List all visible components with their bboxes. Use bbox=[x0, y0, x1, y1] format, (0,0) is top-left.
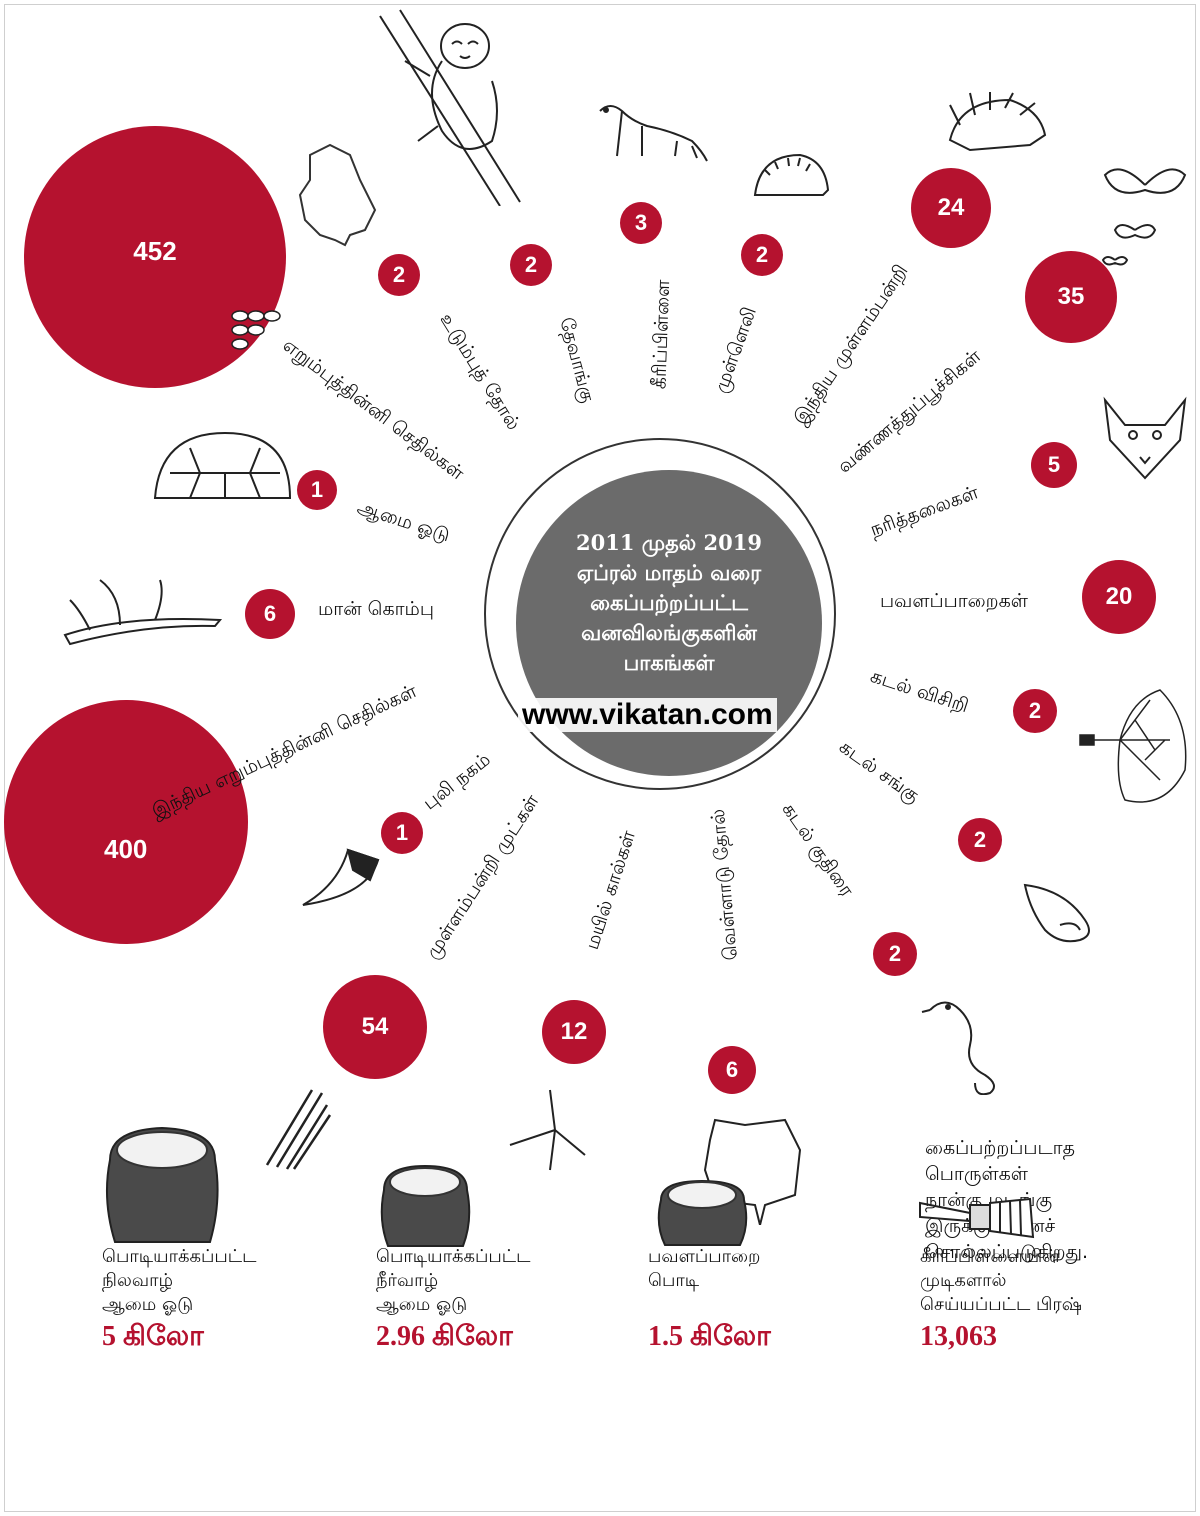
value-bubble-porcupine-quills: 54 bbox=[323, 975, 427, 1079]
value-bubble-sea-fan: 2 bbox=[1013, 689, 1057, 733]
value-bubble-butterflies: 35 bbox=[1025, 251, 1117, 343]
value-bubble-tiger-claw: 1 bbox=[381, 812, 423, 854]
label-corals: பவளப்பாறைகள் bbox=[880, 590, 1028, 612]
pangolin-scales-icon bbox=[231, 310, 281, 350]
label-mongoose: கீரிப்பிள்ளை bbox=[648, 279, 675, 390]
center-ring bbox=[484, 438, 836, 790]
goat-skin-icon bbox=[703, 1118, 802, 1225]
value-bubble-corals: 20 bbox=[1082, 560, 1156, 634]
sloth-icon bbox=[379, 9, 521, 206]
watermark: www.vikatan.com bbox=[518, 698, 777, 732]
value-bubble-peacock-feet: 12 bbox=[542, 1000, 606, 1064]
value-bubble-turtle-shell: 1 bbox=[297, 470, 337, 510]
value-bubble-loris: 2 bbox=[510, 244, 552, 286]
lizard-skin-icon bbox=[298, 143, 377, 247]
sack-icon bbox=[380, 1164, 471, 1247]
value-bubble-indian-pangolin-scales: 400 bbox=[4, 700, 248, 944]
sea-fan-icon bbox=[1079, 689, 1187, 803]
antler-icon bbox=[63, 579, 223, 646]
brush-icon bbox=[919, 1197, 1035, 1239]
value-bubble-porcupine: 24 bbox=[911, 168, 991, 248]
value-bubble-hedgehog: 2 bbox=[741, 234, 783, 276]
mongoose-icon bbox=[599, 105, 708, 162]
value-bubble-monitor-skin: 2 bbox=[378, 254, 420, 296]
conch-icon bbox=[1023, 883, 1090, 943]
page-frame bbox=[4, 4, 1196, 1512]
peacock-foot-icon bbox=[509, 1089, 586, 1171]
value-bubble-antler: 6 bbox=[245, 589, 295, 639]
bottom-item-mongoose-brush: கீரிப்பிள்ளையின் முடிகளால் செய்யப்பட்ட ப… bbox=[920, 1246, 1082, 1352]
value-bubble-seahorse: 2 bbox=[873, 932, 917, 976]
value-bubble-fox-heads: 5 bbox=[1031, 442, 1077, 488]
sack-icon bbox=[105, 1126, 219, 1243]
butterfly-icon bbox=[1101, 168, 1187, 266]
turtle-shell-icon bbox=[153, 431, 292, 499]
tiger-claw-icon bbox=[302, 848, 380, 906]
value-bubble-goat-skin: 6 bbox=[708, 1046, 756, 1094]
bottom-item-water-turtle: பொடியாக்கப்பட்ட நீர்வாழ் ஆமை ஓடு 2.96 கி… bbox=[376, 1246, 531, 1352]
seahorse-icon bbox=[921, 1001, 995, 1095]
bottom-item-land-turtle: பொடியாக்கப்பட்ட நிலவாழ் ஆமை ஓடு 5 கிலோ bbox=[102, 1246, 257, 1352]
quills-icon bbox=[265, 1089, 332, 1170]
bottom-item-coral-powder: பவளப்பாறை பொடி 1.5 கிலோ bbox=[648, 1246, 771, 1352]
label-antler: மான் கொம்பு bbox=[318, 598, 434, 620]
hedgehog-icon bbox=[753, 153, 830, 196]
porcupine-icon bbox=[948, 92, 1047, 152]
value-bubble-mongoose: 3 bbox=[620, 202, 662, 244]
sack-icon bbox=[657, 1179, 748, 1246]
fox-head-icon bbox=[1103, 396, 1187, 480]
value-bubble-conch: 2 bbox=[958, 818, 1002, 862]
